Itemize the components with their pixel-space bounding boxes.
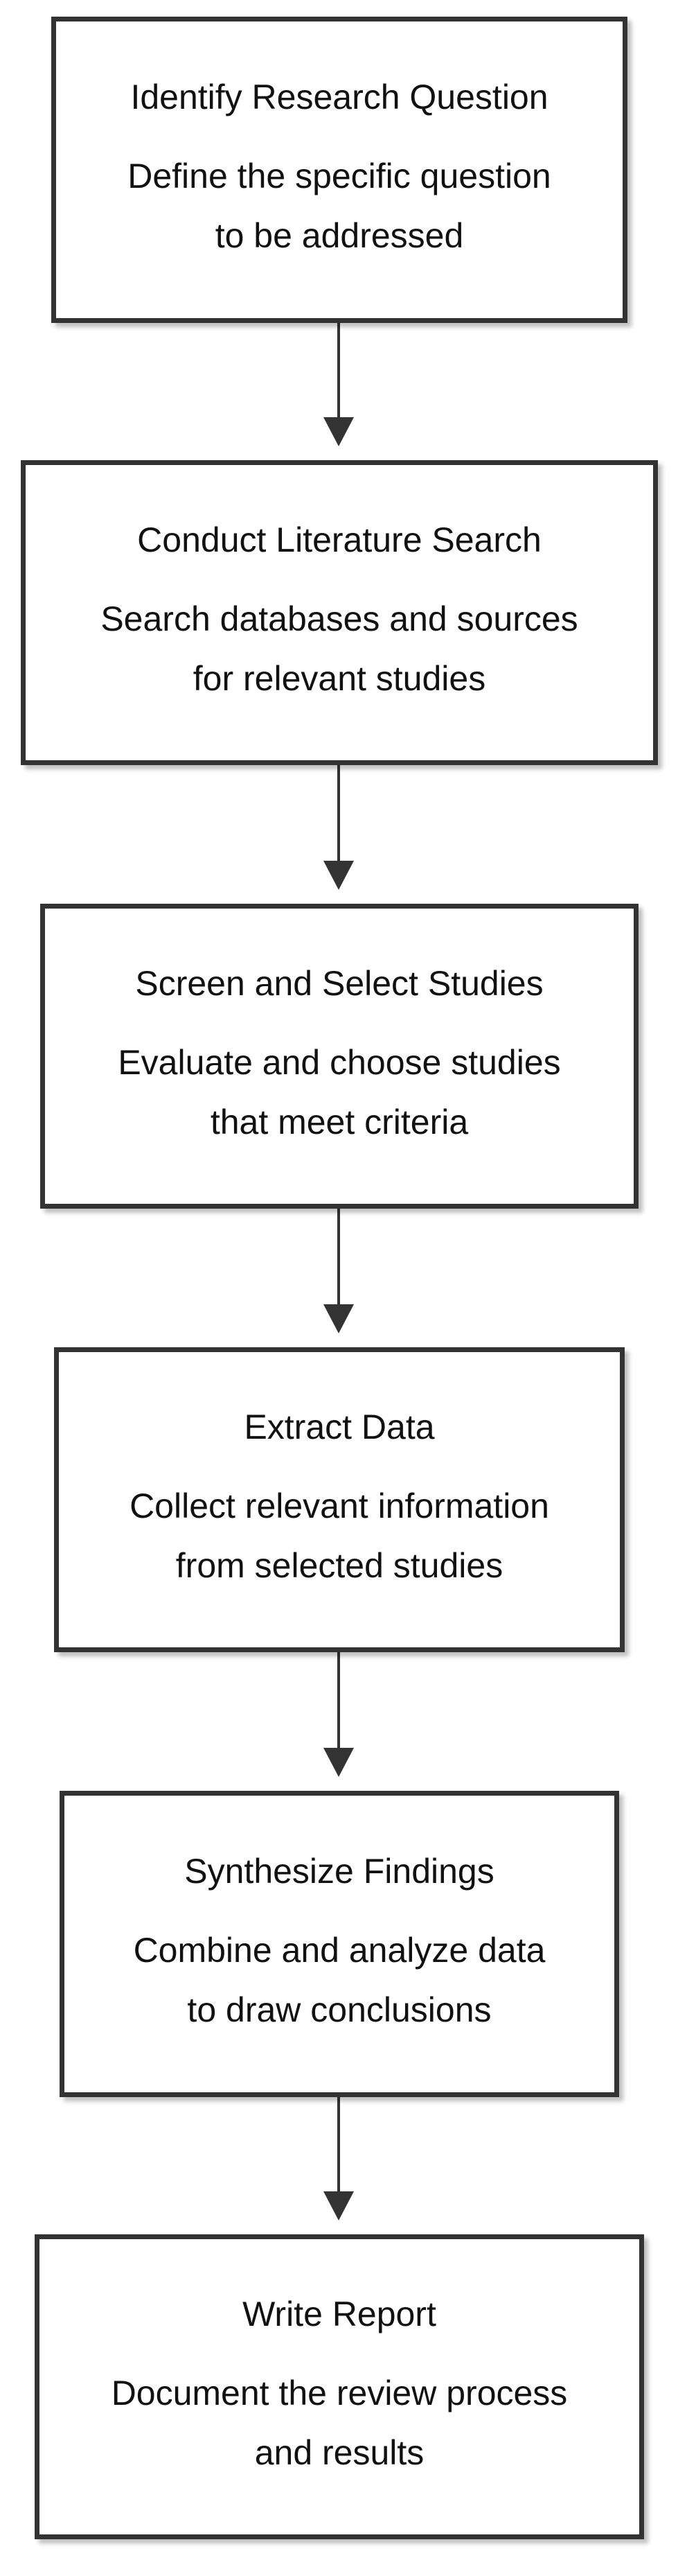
step-title: Screen and Select Studies <box>135 964 544 1003</box>
step-write-report: Write Report Document the review process… <box>35 2234 644 2539</box>
step-title: Extract Data <box>244 1408 435 1446</box>
step-screen-and-select-studies: Screen and Select Studies Evaluate and c… <box>40 904 639 1209</box>
step-title: Synthesize Findings <box>184 1852 494 1891</box>
connector-arrowhead <box>323 2191 354 2220</box>
step-conduct-literature-search: Conduct Literature Search Search databas… <box>21 460 658 765</box>
step-identify-research-question: Identify Research Question Define the sp… <box>51 17 627 323</box>
step-title: Conduct Literature Search <box>137 520 542 559</box>
step-description: Collect relevant information from select… <box>130 1487 549 1585</box>
step-description: Define the specific question to be addre… <box>127 157 551 255</box>
connector-arrowhead <box>323 1748 354 1777</box>
step-extract-data: Extract Data Collect relevant informatio… <box>54 1347 625 1652</box>
step-synthesize-findings: Synthesize Findings Combine and analyze … <box>60 1791 619 2097</box>
step-description: Document the review process and results <box>111 2374 568 2472</box>
step-description: Combine and analyze data to draw conclus… <box>133 1931 546 2029</box>
connector-arrowhead <box>323 861 354 890</box>
step-title: Write Report <box>242 2295 436 2333</box>
connector-arrowhead <box>323 1304 354 1333</box>
step-description: Evaluate and choose studies that meet cr… <box>118 1043 561 1141</box>
step-description: Search databases and sources for relevan… <box>100 599 578 698</box>
step-title: Identify Research Question <box>130 78 548 116</box>
connector-arrowhead <box>323 417 354 446</box>
